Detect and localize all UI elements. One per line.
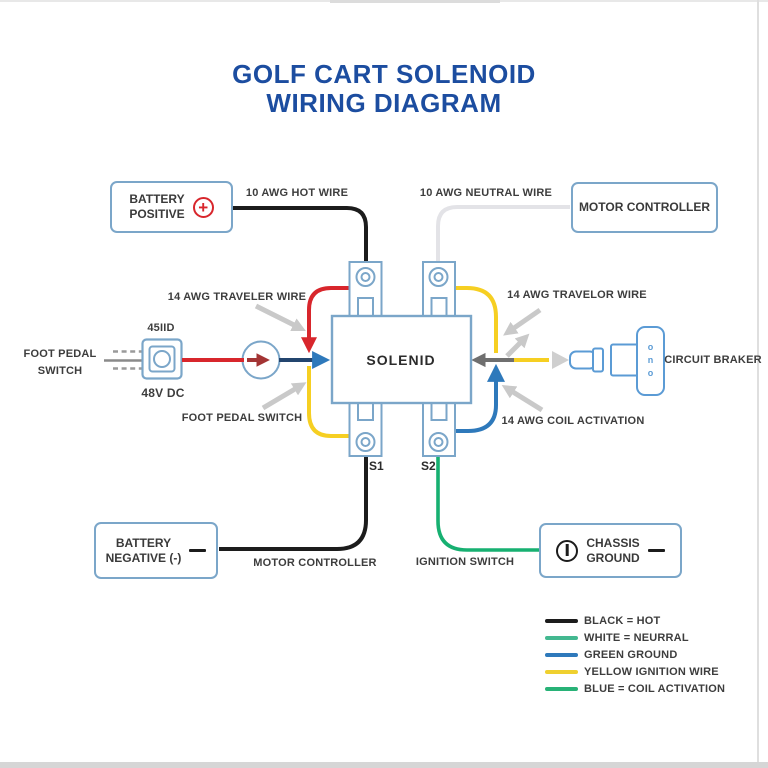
neutral-wire-label: 10 AWG NEUTRAL WIRE bbox=[419, 187, 553, 199]
legend-swatch-black bbox=[545, 618, 578, 623]
legend-row: YELLOW IGNITION WIRE bbox=[545, 663, 725, 680]
circuit-breaker-label: CIRCUIT BRAKER bbox=[664, 354, 762, 366]
circuit-breaker-glyphs: o n o bbox=[648, 342, 654, 378]
ignition-wire-yellow-left bbox=[307, 366, 355, 438]
guide-arrow-traveler-left bbox=[254, 303, 306, 331]
coil-activation-label: 14 AWG COIL ACTIVATION bbox=[501, 415, 645, 427]
terminal-s2-label: S2 bbox=[421, 459, 436, 473]
coil-activation-wire-blue bbox=[452, 363, 505, 433]
guide-arrow-coil bbox=[501, 384, 544, 413]
page-title-line1: GOLF CART SOLENOID bbox=[232, 59, 536, 89]
svg-text:o: o bbox=[648, 342, 654, 352]
solenoid-label: SOLENID bbox=[366, 352, 436, 368]
traveler-left-label: 14 AWG TRAVELER WIRE bbox=[167, 291, 307, 303]
terminal-s1-label: S1 bbox=[369, 459, 384, 473]
legend-row: WHITE = NEURRAL bbox=[545, 629, 725, 646]
breaker-wire-arrowhead bbox=[552, 351, 569, 369]
pedal-box-top-label: 45IID bbox=[147, 322, 175, 334]
ignition-switch-label: IGNITION SWITCH bbox=[415, 556, 515, 568]
legend-swatch-white bbox=[545, 635, 578, 640]
s2-wire-green bbox=[436, 456, 546, 552]
bottom-border-band bbox=[0, 762, 768, 768]
top-smudge bbox=[330, 0, 500, 3]
motor-controller-box-label: MOTOR CONTROLLER bbox=[578, 200, 711, 214]
chassis-ground-label: CHASSIS GROUND bbox=[586, 535, 640, 565]
chassis-ground-box: CHASSIS GROUND bbox=[539, 523, 682, 578]
svg-text:o: o bbox=[648, 368, 654, 378]
legend-row: GREEN GROUND bbox=[545, 646, 725, 663]
motor-controller-wire-label: MOTOR CONTROLLER bbox=[253, 557, 377, 569]
page-title: GOLF CART SOLENOID WIRING DIAGRAM bbox=[232, 60, 536, 118]
pedal-box-bottom-label: 48V DC bbox=[141, 386, 185, 400]
circuit-breaker-shape bbox=[569, 326, 665, 396]
guide-arrow-junction bbox=[505, 333, 530, 358]
solenoid-terminals bbox=[348, 261, 456, 457]
svg-text:n: n bbox=[648, 355, 654, 365]
legend-swatch-blue bbox=[545, 686, 578, 691]
pedal-dashes bbox=[113, 350, 142, 370]
pedal-box-circle bbox=[153, 350, 171, 368]
battery-positive-label: BATTERY POSITIVE bbox=[129, 192, 185, 221]
battery-negative-box: BATTERY NEGATIVE (-) bbox=[94, 522, 218, 579]
foot-pedal-switch-label: FOOT PEDAL SWITCH bbox=[23, 348, 97, 377]
guide-arrow-foot-pedal bbox=[261, 382, 307, 411]
legend-row: BLACK = HOT bbox=[545, 612, 725, 629]
battery-positive-box: BATTERY POSITIVE + bbox=[110, 181, 233, 233]
hot-wire bbox=[232, 206, 368, 264]
ignition-wire-yellow-right bbox=[439, 286, 498, 353]
traveler-wire-red bbox=[301, 286, 369, 354]
solenoid-body bbox=[330, 314, 473, 405]
battery-negative-minus-icon bbox=[189, 548, 207, 553]
hot-wire-label: 10 AWG HOT WIRE bbox=[245, 187, 349, 199]
chassis-ground-minus-icon bbox=[647, 548, 665, 553]
guide-arrow-traveler-right bbox=[503, 307, 542, 336]
legend-swatch-green bbox=[545, 652, 578, 657]
battery-negative-label: BATTERY NEGATIVE (-) bbox=[105, 535, 182, 565]
page-title-line2: WIRING DIAGRAM bbox=[266, 88, 502, 118]
right-border-line bbox=[757, 0, 759, 768]
legend-row: BLUE = COIL ACTIVATION bbox=[545, 680, 725, 697]
legend: BLACK = HOT WHITE = NEURRAL GREEN GROUND… bbox=[545, 612, 725, 697]
traveler-right-label: 14 AWG TRAVELOR WIRE bbox=[507, 289, 647, 301]
battery-positive-icon: + bbox=[192, 196, 214, 218]
neutral-wire bbox=[436, 205, 570, 264]
foot-pedal-switch-annotation: FOOT PEDAL SWITCH bbox=[181, 412, 303, 424]
legend-swatch-yellow bbox=[545, 669, 578, 674]
terminal-bolts bbox=[355, 267, 449, 452]
s1-wire-black bbox=[219, 456, 368, 551]
motor-controller-box: MOTOR CONTROLLER bbox=[571, 182, 718, 233]
ground-power-icon bbox=[556, 539, 579, 562]
guide-arrows bbox=[254, 303, 544, 413]
